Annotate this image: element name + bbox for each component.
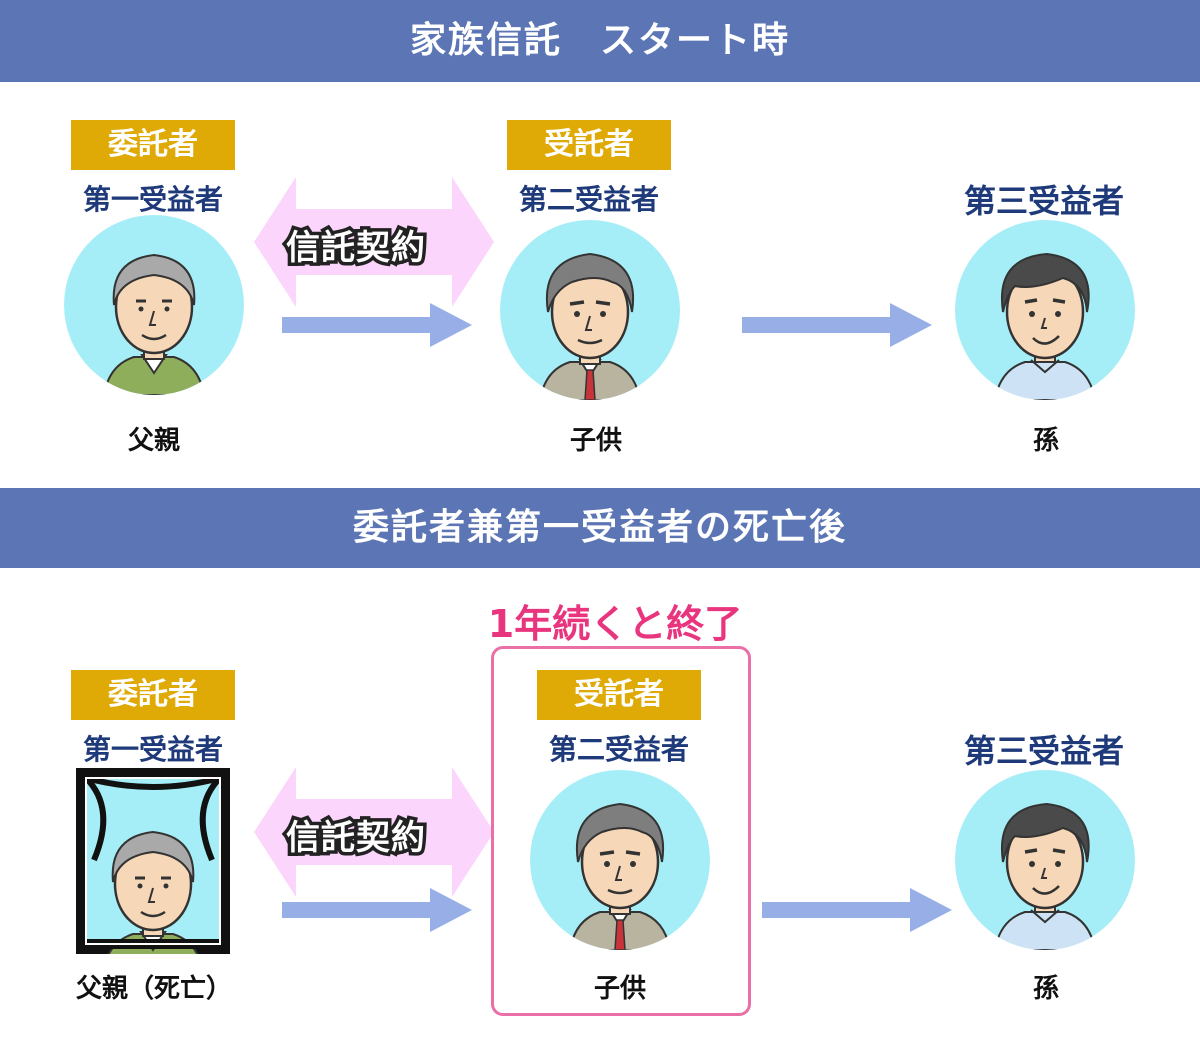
right-arrow [282,303,472,347]
trustee-highlight-box [491,646,751,1016]
settlor-role: 第一受益者 [82,733,223,766]
contract-label: 信託契約 [283,815,429,862]
grandchild-avatar [955,220,1135,400]
trustee-role: 第二受益者 [518,183,659,216]
end-note: 1年続くと終了 [487,602,743,646]
third-name: 孫 [1032,426,1059,456]
middle-aged-man-icon [530,770,710,950]
contract-double-arrow [254,767,494,897]
contract-label: 信託契約 [283,225,429,272]
father-avatar [64,215,244,395]
third-role: 第三受益者 [963,182,1124,220]
trustee-tag: 受託者 [507,120,671,170]
young-man-icon [955,770,1135,950]
right-arrow [742,303,932,347]
settlor-name: 父親 [127,426,180,456]
memorial-portrait-icon [76,768,230,954]
trustee-role: 第二受益者 [548,733,689,766]
settlor-tag: 委託者 [71,120,235,170]
right-arrow [282,888,472,932]
third-name: 孫 [1032,974,1059,1004]
young-man-icon [955,220,1135,400]
settlor-role: 第一受益者 [82,183,223,216]
memorial-frame [76,768,230,954]
grandchild-avatar [955,770,1135,950]
settlor-name: 父親（死亡） [75,974,232,1004]
section2-banner: 委託者兼第一受益者の死亡後 [0,488,1200,568]
child-avatar [530,770,710,950]
section2-title: 委託者兼第一受益者の死亡後 [352,507,847,548]
right-arrow [762,888,952,932]
third-role: 第三受益者 [963,732,1124,770]
child-avatar [500,220,680,400]
trustee-name: 子供 [593,974,646,1004]
section1-title: 家族信託 スタート時 [409,20,790,61]
trustee-name: 子供 [569,426,622,456]
elderly-man-icon [64,215,244,395]
middle-aged-man-icon [500,220,680,400]
section1-banner: 家族信託 スタート時 [0,0,1200,82]
settlor-tag: 委託者 [71,670,235,720]
contract-double-arrow [254,177,494,307]
trustee-tag: 受託者 [537,670,701,720]
